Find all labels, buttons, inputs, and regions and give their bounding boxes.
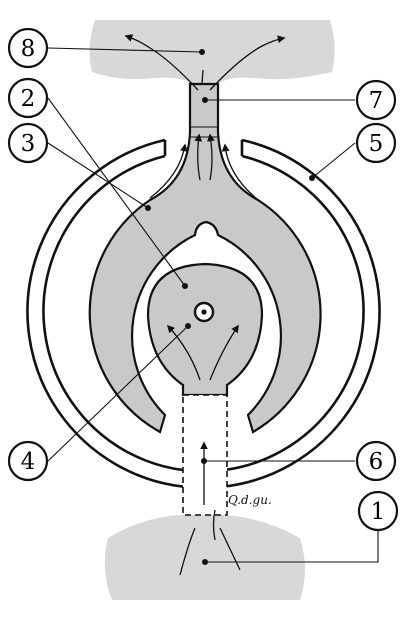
- flow-lines: [124, 34, 286, 576]
- callout-2: 2: [7, 77, 49, 119]
- inner-bulb: [146, 262, 264, 397]
- callout-label-8: 8: [21, 36, 36, 62]
- bulb-center-dot: [201, 309, 207, 315]
- bottom-cloud-region: [104, 515, 305, 600]
- c-shaped-channel: [88, 82, 322, 434]
- dashed-conduit: [182, 394, 228, 516]
- callout-8: 8: [7, 27, 49, 69]
- top-cloud-region: [89, 20, 335, 84]
- callout-7: 7: [355, 79, 397, 121]
- callout-label-4: 4: [21, 449, 36, 475]
- callout-label-3: 3: [21, 131, 36, 157]
- callout-1: 1: [357, 490, 399, 532]
- callout-6: 6: [355, 440, 397, 482]
- callout-label-7: 7: [369, 88, 384, 114]
- callout-label-5: 5: [369, 131, 384, 157]
- callout-label-6: 6: [369, 449, 384, 475]
- callout-5: 5: [355, 122, 397, 164]
- callout-label-2: 2: [21, 86, 36, 112]
- artist-signature: Q.d.gu.: [228, 493, 272, 507]
- leader-lines: [47, 47, 379, 565]
- callout-label-1: 1: [371, 499, 386, 525]
- callout-3: 3: [7, 122, 49, 164]
- callout-4: 4: [7, 440, 49, 482]
